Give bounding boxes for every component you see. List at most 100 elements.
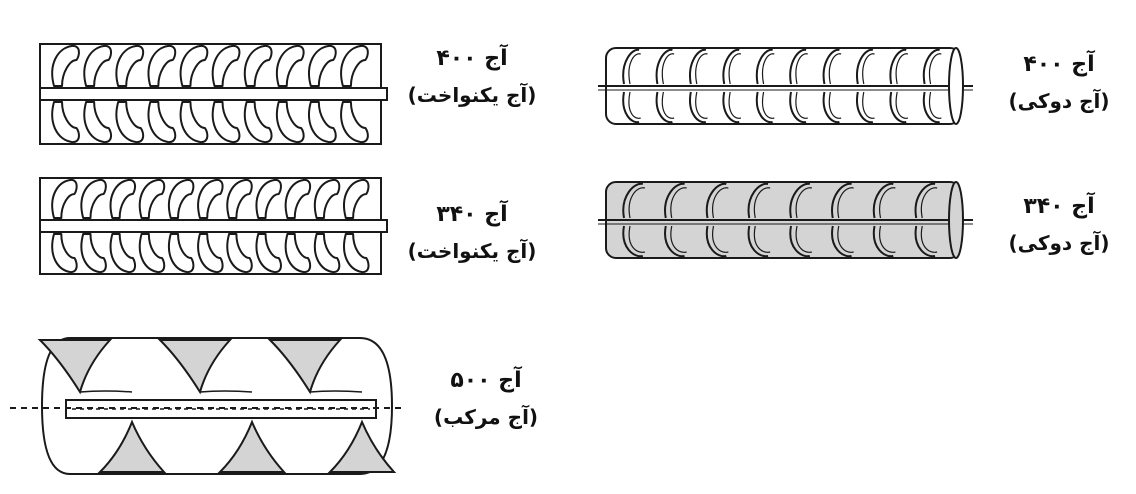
spindle-rib-bottom-edge [828, 91, 842, 119]
spindle-rib-top [889, 48, 907, 85]
grade-label: آج ۵۰۰ [450, 368, 522, 393]
grade-label: آج ۴۰۰ [436, 46, 508, 71]
transverse-rib-top [211, 44, 241, 87]
spindle-rib-bottom [856, 91, 874, 124]
caption-a2-double: آج ۳۴۰ (آج دوکی) [994, 192, 1124, 258]
transverse-rib-bottom [179, 101, 209, 144]
caption-a3-uniform: آج ۴۰۰ (آج یکنواخت) [392, 44, 552, 110]
spindle-rib-bottom-edge [661, 91, 675, 119]
helical-rib-bottom [97, 419, 167, 473]
spindle-rib-bottom [689, 91, 707, 124]
transverse-rib-top [313, 178, 341, 219]
transverse-rib-top [340, 44, 369, 87]
spindle-rib-bottom-edge [895, 91, 909, 119]
spindle-rib-bottom-edge [795, 225, 813, 253]
transverse-rib-bottom [51, 101, 80, 144]
spindle-rib-bottom-edge [795, 91, 808, 119]
transverse-rib-bottom [340, 101, 369, 144]
transverse-rib-bottom [138, 233, 166, 274]
spindle-rib-bottom-edge [695, 91, 708, 119]
transverse-rib-bottom [109, 233, 136, 274]
transverse-rib-bottom [115, 101, 145, 144]
transverse-rib-top [168, 178, 195, 219]
rebar-a4-composite-drawing [0, 320, 410, 492]
transverse-rib-top [51, 44, 80, 87]
spindle-rib-top [689, 48, 707, 85]
type-label: (آج دوکی) [1008, 89, 1110, 113]
transverse-rib-bottom [197, 233, 224, 274]
transverse-rib-bottom [80, 233, 107, 274]
rebar-a3-uniform-drawing [36, 38, 391, 150]
spindle-rib-top-edge [628, 187, 646, 219]
spindle-rib-top [789, 48, 807, 85]
spindle-rib-bottom [755, 91, 773, 124]
spindle-rib-bottom [822, 91, 840, 124]
spindle-rib-bottom-edge [920, 225, 938, 253]
spindle-rib-top-edge [728, 53, 742, 85]
spindle-rib-top [922, 48, 940, 85]
spindle-rib-top-edge [695, 53, 708, 85]
spindle-rib-bottom [747, 225, 769, 258]
spindle-rib-bottom-edge [762, 91, 775, 119]
helical-rib-top-edge [79, 390, 133, 393]
spindle-rib-bottom [722, 91, 740, 124]
spindle-rib-bottom [889, 91, 907, 124]
spindle-rib-top [789, 182, 811, 219]
rebar-a2-double-drawing [598, 174, 976, 266]
spindle-rib-top [622, 182, 644, 219]
transverse-rib-bottom [308, 101, 337, 144]
helical-rib-bottom [327, 419, 397, 473]
transverse-rib-bottom [83, 101, 112, 144]
spindle-rib-bottom [705, 225, 727, 258]
spindle-rib-top-edge [862, 53, 875, 85]
transverse-rib-top [343, 178, 370, 219]
spindle-rib-bottom-edge [753, 225, 771, 253]
caption-a4-composite: آج ۵۰۰ (آج مرکب) [416, 366, 556, 432]
transverse-rib-top [83, 44, 112, 87]
transverse-rib-top [255, 178, 282, 219]
caption-a3-double: آج ۴۰۰ (آج دوکی) [994, 50, 1124, 116]
spindle-rib-top [822, 48, 840, 85]
grade-label: آج ۳۴۰ [1023, 194, 1095, 219]
transverse-rib-top [308, 44, 337, 87]
spindle-rib-bottom-edge [879, 225, 896, 253]
spindle-rib-top-edge [661, 53, 675, 85]
spindle-rib-top-edge [712, 187, 729, 219]
longitudinal-rib [39, 87, 388, 101]
transverse-rib-top [80, 178, 107, 219]
spindle-rib-bottom-edge [929, 91, 942, 119]
transverse-rib-top [115, 44, 145, 87]
spindle-rib-top-edge [879, 187, 896, 219]
transverse-rib-bottom [313, 233, 341, 274]
spindle-rib-bottom-edge [862, 91, 875, 119]
spindle-rib-top-edge [795, 53, 808, 85]
spindle-rib-top [831, 182, 852, 219]
spindle-rib-top-edge [753, 187, 771, 219]
spindle-rib-top [705, 182, 727, 219]
spindle-rib-top [722, 48, 740, 85]
spindle-rib-bottom [622, 91, 640, 124]
bar-end [948, 47, 964, 125]
transverse-rib-bottom [276, 101, 305, 144]
longitudinal-rib [39, 219, 388, 233]
transverse-rib-bottom [147, 101, 177, 144]
caption-a2-uniform: آج ۳۴۰ (آج یکنواخت) [392, 200, 552, 266]
type-label: (آج یکنواخت) [407, 239, 537, 263]
spindle-rib-top-edge [828, 53, 842, 85]
type-label: (آج دوکی) [1008, 231, 1110, 255]
spindle-rib-bottom [872, 225, 894, 258]
spindle-rib-top-edge [920, 187, 938, 219]
spindle-rib-top [872, 182, 894, 219]
transverse-rib-bottom [168, 233, 195, 274]
helical-rib-top-edge [309, 390, 363, 393]
spindle-rib-bottom-edge [628, 91, 641, 119]
spindle-rib-top-edge [929, 53, 942, 85]
helical-rib-bottom [217, 419, 287, 473]
spindle-rib-bottom [664, 225, 685, 258]
transverse-rib-bottom [211, 101, 241, 144]
rebar-a2-uniform-drawing [36, 172, 391, 280]
transverse-rib-bottom [343, 233, 370, 274]
longitudinal-rib [65, 399, 377, 419]
spindle-rib-bottom [789, 91, 807, 124]
type-label: (آج یکنواخت) [407, 83, 537, 107]
